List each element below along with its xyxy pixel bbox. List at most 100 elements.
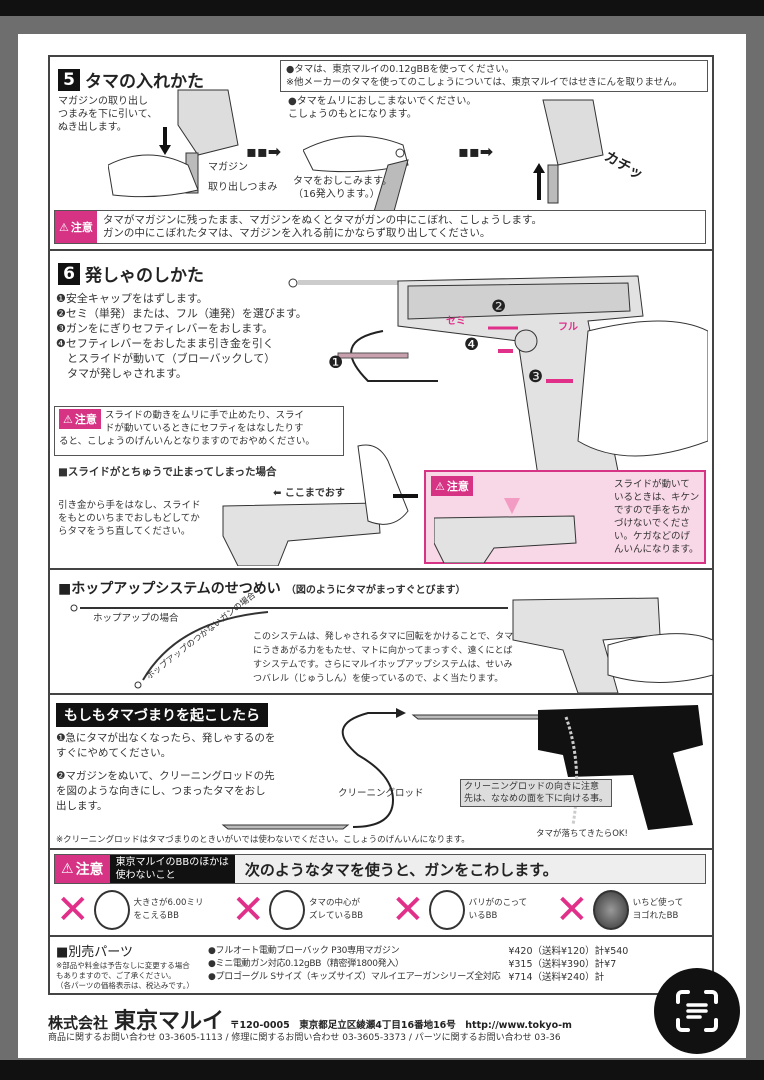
step2a-text: ●タマをムリにおしこまないでください。こしょうのもとになります。 bbox=[288, 95, 476, 121]
text-line: いちど使って bbox=[632, 898, 684, 908]
slide-warning-text: スライドが動いているときは、キケンですので手をちかづけないでください。ケガなどの… bbox=[614, 478, 699, 556]
title-text: ■ホップアップシステムのせつめい bbox=[58, 581, 281, 597]
jam-title: もしもタマづまりを起こしたら bbox=[56, 703, 268, 727]
warning-label: 注意 bbox=[70, 221, 93, 234]
full-label: フル bbox=[558, 322, 578, 333]
text-line: ですので手をちか bbox=[614, 505, 691, 516]
step-line: ❷セミ（単発）または、フル（連発）を選びます。 bbox=[56, 307, 307, 320]
section-bb-caution: ⚠注意 東京マルイのBBのほかは使わないこと 次のようなタマを使うと、ガンをこわ… bbox=[48, 850, 714, 937]
bad-bb-item: ✕バリがのこっているBB bbox=[391, 890, 527, 930]
section-hop-up: ■ホップアップシステムのせつめい （図のようにタマがまっすぐとびます） ホップア… bbox=[48, 570, 714, 695]
company-address: 〒120-0005 東京都足立区綾瀬4丁目16番地16号 http://www.… bbox=[230, 1020, 572, 1031]
warning-line: ドが動いているときにセフティをはなしたりす bbox=[104, 423, 304, 434]
bottom-bar bbox=[0, 1060, 764, 1080]
text-line: すシステムです。さらにマルイホップアップシステムは、せいみ bbox=[253, 660, 513, 670]
magazine-label: マガジン bbox=[208, 162, 248, 173]
text-line: もありますので、ご了承ください。 bbox=[56, 971, 176, 980]
text-line: タマの中心が bbox=[308, 898, 360, 908]
part-name: ●ミニ電動ガン対応0.12gBB（精密弾1800発入） bbox=[208, 959, 404, 969]
manual-frame bbox=[48, 55, 714, 995]
part-name: ●プロゴーグル Sサイズ（キッズサイズ）マルイエアーガンシリーズ全対応 bbox=[208, 972, 501, 982]
title-text: 発しゃのしかた bbox=[85, 266, 204, 286]
step-line: ❶安全キャップをはずします。 bbox=[56, 292, 208, 305]
marker-1: ❶ bbox=[328, 353, 344, 373]
text-line: つまみを下に引いて、 bbox=[58, 109, 158, 120]
text-line: ❶急にタマが出なくなったら、発しゃするのを bbox=[56, 732, 276, 744]
x-mark-icon: ✕ bbox=[56, 887, 90, 933]
text-line: 大きさが6.00ミリ bbox=[133, 898, 204, 908]
rod-footnote: ※クリーニングロッドはタマづまりのときいがいでは使わないでください。こしょうのげ… bbox=[56, 835, 470, 845]
warning-label: 注意 bbox=[75, 862, 104, 878]
text-line: ぬき出します。 bbox=[58, 122, 127, 133]
warning-triangle-icon: ⚠ bbox=[63, 412, 73, 426]
text-line: ❷マガジンをぬいて、クリーニングロッドの先 bbox=[56, 770, 275, 782]
bb-icon bbox=[93, 890, 130, 930]
text-line: タマをおしこみます。 bbox=[293, 176, 392, 187]
step2b-text: タマをおしこみます。 （16発入ります。） bbox=[293, 175, 392, 201]
part-price: ¥315（送料¥390）計¥7 bbox=[508, 959, 617, 970]
stuck-slide-title: ■スライドがとちゅうで止まってしまった場合 bbox=[58, 466, 277, 478]
contact-line: 商品に関するお問い合わせ 03-3605-1113 / 修理に関するお問い合わせ… bbox=[48, 1033, 561, 1043]
text-line: にうきあがる力をもたせ、マトに向かってまっすぐ、遠くにとば bbox=[253, 646, 513, 656]
note-line: ※他メーカーのタマを使ってのこしょうについては、東京マルイではせきにんを取りませ… bbox=[286, 77, 683, 88]
text-line: をこえるBB bbox=[133, 911, 179, 921]
pistol-illustration bbox=[512, 597, 713, 693]
text-line: （16発入ります。） bbox=[293, 189, 380, 200]
warning-line: ガンの中にこぼれたタマは、マガジンを入れる前にかならず取り出してください。 bbox=[102, 227, 491, 239]
warning-label: 注意 bbox=[74, 413, 97, 426]
text-line: ※部品や料金は予告なしに変更する場合 bbox=[56, 961, 190, 970]
loading-bb-illustration bbox=[303, 135, 409, 215]
slide-hand-danger-illustration bbox=[434, 498, 577, 563]
text-line: スライドが動いて bbox=[614, 479, 690, 490]
step1-text: マガジンの取り出しつまみを下に引いて、ぬき出します。 bbox=[58, 95, 157, 134]
text-line: クリーニングロッドの向きに注意 bbox=[464, 782, 600, 792]
text-line: バリがのこって bbox=[468, 898, 528, 908]
warning-badge: ⚠注意 bbox=[431, 476, 473, 496]
warning-line: スライドの動きをムリに手で止めたり、スライ bbox=[104, 410, 304, 421]
warning-line: ると、こしょうのげんいんとなりますのでおやめください。 bbox=[59, 436, 315, 447]
step-line: タマが発しゃされます。 bbox=[56, 367, 187, 380]
scan-text-icon bbox=[676, 990, 718, 1032]
marker-3: ❸ bbox=[528, 367, 544, 387]
text-line: いるBB bbox=[468, 911, 498, 921]
slide-moving-warning: ⚠注意 スライドが動いているときは、キケンですので手をちかづけないでください。ケ… bbox=[424, 470, 706, 564]
bad-bb-item: ✕ 大きさが6.00ミリをこえるBB bbox=[56, 890, 203, 930]
bb-icon bbox=[268, 890, 305, 930]
text-line: 引き金から手をはなし、スライド bbox=[58, 500, 201, 511]
text-line: すぐにやめてください。 bbox=[56, 747, 172, 759]
warning-triangle-icon: ⚠ bbox=[435, 479, 445, 493]
part-price: ¥420（送料¥120）計¥540 bbox=[508, 946, 629, 957]
bad-bb-item: ✕タマの中心がズレているBB bbox=[231, 890, 363, 930]
bb-caution-headline: 次のようなタマを使うと、ガンをこわします。 bbox=[244, 861, 558, 879]
text-line: ズレているBB bbox=[308, 911, 364, 921]
hop-up-description: このシステムは、発しゃされるタマに回転をかけることで、タマにうきあがる力をもたせ… bbox=[253, 630, 513, 686]
note-line: ●タマは、東京マルイの0.12gBBを使ってください。 bbox=[286, 64, 515, 75]
magazine-removal-illustration bbox=[108, 89, 239, 198]
text-line: ヨゴれたBB bbox=[632, 911, 679, 921]
hop-up-title: ■ホップアップシステムのせつめい （図のようにタマがまっすぐとびます） bbox=[58, 578, 466, 598]
text-line: をもとのいちまでおしもどしてか bbox=[58, 513, 200, 524]
text-line: こしょうのもとになります。 bbox=[288, 109, 417, 120]
text-line: いるときは、キケン bbox=[614, 492, 700, 503]
scan-text-button[interactable] bbox=[654, 968, 740, 1054]
parts-list: ●フルオート電動ブローバック P30専用マガジン ¥420（送料¥120）計¥54… bbox=[208, 945, 628, 984]
firing-warning: ⚠注意 スライドの動きをムリに手で止めたり、スライ ドが動いているときにセフティ… bbox=[54, 406, 344, 456]
section-parts: ■別売パーツ ※部品や料金は予告なしに変更する場合もありますので、ご了承ください… bbox=[48, 937, 714, 995]
warning-badge: ⚠注意 bbox=[55, 211, 97, 243]
x-mark-icon: ✕ bbox=[555, 887, 589, 933]
bad-bb-item: ✕ いちど使ってヨゴれたBB bbox=[555, 890, 683, 930]
magazine-insert-illustration bbox=[533, 99, 604, 204]
part-name: ●フルオート電動ブローバック P30専用マガジン bbox=[208, 946, 400, 956]
warning-line: タマがマガジンに残ったまま、マガジンをぬくとタマがガンの中にこぼれ、こしょうしま… bbox=[102, 214, 542, 226]
part-price: ¥714（送料¥240）計 bbox=[508, 972, 605, 983]
rod-label: クリーニングロッド bbox=[338, 788, 424, 799]
jam-step-2: ❷マガジンをぬいて、クリーニングロッドの先を図のような向きにし、つまったタマをお… bbox=[56, 769, 275, 814]
arrow-right-icon: ▪▪➡ bbox=[246, 142, 282, 161]
slide-push-illustration bbox=[222, 444, 418, 566]
subtitle-text: （図のようにタマがまっすぐとびます） bbox=[285, 585, 466, 596]
company-name: 東京マルイ bbox=[114, 1009, 225, 1034]
section-5-warning: ⚠注意 タマがマガジンに残ったまま、マガジンをぬくとタマがガンの中にこぼれ、こし… bbox=[54, 210, 706, 244]
